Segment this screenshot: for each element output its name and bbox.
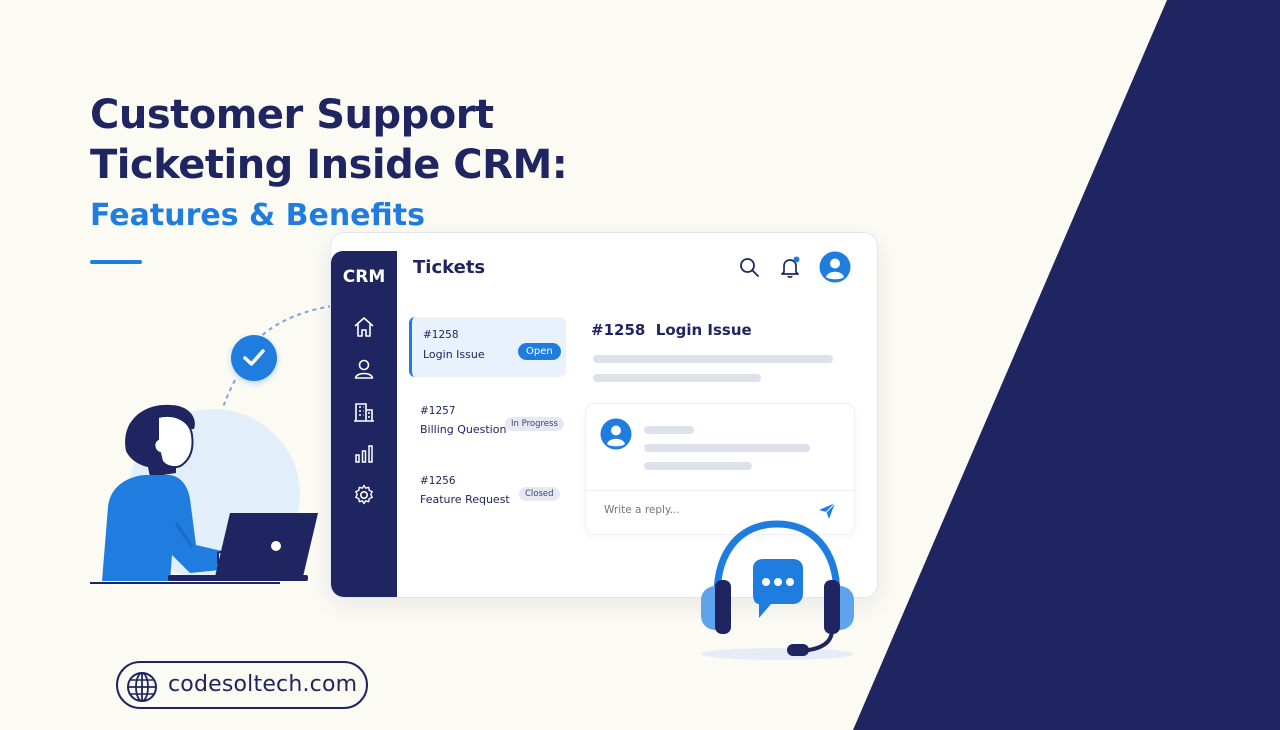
accent-underline (90, 260, 142, 264)
ticket-list-item[interactable]: #1257 Billing Question In Progress (409, 395, 564, 455)
ticket-title: Login Issue (423, 348, 485, 361)
headline-line-1: Customer Support (90, 92, 494, 138)
home-icon[interactable] (352, 315, 376, 339)
text-placeholder-line (644, 426, 694, 434)
crm-logo: CRM (342, 267, 386, 287)
user-icon[interactable] (352, 357, 376, 381)
bell-icon[interactable] (778, 255, 802, 283)
text-placeholder-line (644, 444, 810, 452)
divider (586, 490, 854, 491)
text-placeholder-line (644, 462, 752, 470)
ticket-title: Feature Request (420, 493, 510, 506)
ticket-id: #1256 (420, 475, 456, 487)
bar-chart-icon[interactable] (352, 442, 376, 466)
crm-sidebar: CRM (331, 251, 397, 597)
avatar-icon (600, 418, 632, 450)
reply-input[interactable] (604, 504, 804, 516)
brand-url-badge[interactable]: codesoltech.com (116, 661, 368, 709)
support-agent-illustration (90, 404, 318, 584)
ticket-id: #1258 (423, 329, 459, 341)
search-icon[interactable] (737, 255, 761, 283)
ticket-title: Billing Question (420, 423, 507, 436)
headline-subtitle: Features & Benefits (90, 198, 425, 233)
status-badge: Open (518, 343, 561, 360)
ticket-detail-name: Login Issue (655, 321, 752, 339)
status-badge: Closed (519, 487, 560, 501)
check-badge-icon (231, 335, 277, 381)
status-badge: In Progress (505, 417, 564, 431)
ticket-list-item[interactable]: #1256 Feature Request Closed (409, 465, 563, 525)
text-placeholder-line (593, 374, 761, 382)
headline-line-2: Ticketing Inside CRM: (90, 142, 568, 188)
headline: Customer Support Ticketing Inside CRM: (90, 90, 568, 190)
gear-icon[interactable] (352, 483, 376, 507)
globe-icon (127, 672, 157, 702)
avatar-icon[interactable] (819, 251, 851, 287)
reply-card (585, 403, 855, 535)
tickets-heading: Tickets (413, 257, 486, 278)
building-icon[interactable] (352, 400, 376, 424)
text-placeholder-line (593, 355, 833, 363)
ticket-id: #1257 (420, 405, 456, 417)
brand-url: codesoltech.com (168, 672, 358, 697)
ticket-detail-id: #1258 (591, 321, 646, 339)
ticket-list-item[interactable]: #1258 Login Issue Open (409, 317, 566, 377)
headset-chat-icon (701, 520, 854, 660)
crm-window: CRM Tickets #1258 Login Issue Open #1257 (330, 232, 878, 598)
send-icon[interactable] (818, 502, 836, 524)
ticket-detail-title: #1258 Login Issue (591, 321, 752, 339)
